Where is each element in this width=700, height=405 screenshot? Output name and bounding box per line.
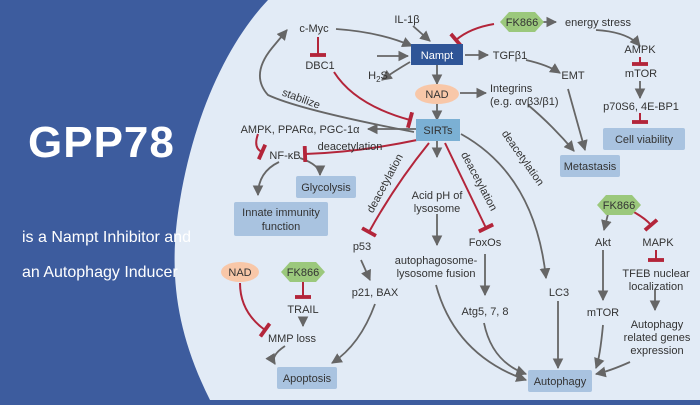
autophagosome-fusion-label-2: lysosome fusion	[397, 268, 476, 280]
nfkb-label: NF-κB	[269, 150, 300, 162]
autophagy-label: Autophagy	[534, 376, 587, 388]
nampt-label: Nampt	[421, 50, 453, 62]
tfeb-label-2: localization	[629, 281, 683, 293]
integrins-label-1: Integrins	[490, 83, 533, 95]
mtor-right-label: mTOR	[587, 307, 619, 319]
integrins-label-2: (e.g. αvβ3/β1)	[490, 96, 559, 108]
h2s-label: H2S	[368, 70, 388, 84]
nad-oval-left	[221, 262, 259, 282]
emt-label: EMT	[561, 70, 585, 82]
glycolysis-box	[296, 176, 356, 198]
arrow-nampt-h2s	[381, 61, 411, 81]
sirts-box	[416, 119, 460, 141]
akt-label: Akt	[595, 237, 611, 249]
arrow-mtor-autophagy	[594, 324, 605, 370]
nad-oval	[415, 84, 459, 104]
arrow-p21-apoptosis	[331, 303, 376, 364]
inhibit-sirts-nfkb	[302, 139, 418, 163]
diagram-panel	[174, 0, 700, 400]
inhibit-fk866-nampt	[449, 23, 495, 48]
p70-label: p70S6, 4E-BP1	[603, 101, 679, 113]
mmp-loss-label: MMP loss	[268, 333, 317, 345]
apoptosis-box	[277, 367, 337, 389]
p53-label: p53	[353, 241, 371, 253]
subtitle-line-1: is a Nampt Inhibitor and	[22, 229, 191, 246]
inhibit-dbc1-sirts	[333, 71, 414, 129]
fk866-hexagon-top	[500, 12, 544, 32]
autophagosome-fusion-label-1: autophagosome-	[395, 255, 478, 267]
nampt-box	[411, 44, 463, 65]
fk866-top-label: FK866	[506, 17, 538, 29]
subtitle-line-2: an Autophagy Inducer	[22, 264, 178, 281]
autophagy-genes-label-1: Autophagy	[631, 319, 684, 331]
metastasis-label: Metastasis	[564, 161, 617, 173]
metastasis-box	[560, 155, 620, 177]
foxos-label: FoxOs	[469, 237, 502, 249]
arrow-mmp-apoptosis	[265, 345, 286, 365]
dbc1-label: DBC1	[305, 60, 334, 72]
arrow-integrins-metastasis	[527, 104, 575, 152]
il1b-label: IL-1β	[394, 14, 419, 26]
lc3-label: LC3	[549, 287, 569, 299]
fk866-hexagon-left	[281, 262, 325, 282]
trail-label: TRAIL	[287, 304, 318, 316]
arrow-fk866-akt	[601, 213, 612, 232]
cell-viability-label: Cell viability	[615, 134, 674, 146]
deacetylation-horizontal-label: deacetylation	[318, 141, 383, 153]
fk866-right-label: FK866	[603, 200, 635, 212]
mtor-top-label: mTOR	[625, 68, 657, 80]
fk866-hexagon-right	[597, 195, 641, 215]
arrow-arg-autophagy	[594, 361, 631, 378]
inhibit-sirts-p53	[361, 142, 430, 238]
tfeb-label-1: TFEB nuclear	[622, 268, 690, 280]
innate-immunity-label-1: Innate immunity	[242, 207, 320, 219]
mapk-label: MAPK	[642, 237, 674, 249]
fk866-left-label: FK866	[287, 267, 319, 279]
p21-bax-label: p21, BAX	[352, 287, 399, 299]
apoptosis-label: Apoptosis	[283, 373, 332, 385]
glycolysis-label: Glycolysis	[301, 182, 351, 194]
cmyc-label: c-Myc	[299, 23, 329, 35]
inhibit-nad-mmp	[239, 282, 272, 338]
arrow-stabilize-cmyc	[259, 29, 415, 133]
sirts-label: SIRTs	[423, 125, 453, 137]
arrow-il1b-nampt	[412, 25, 431, 42]
acid-ph-label-2: lysosome	[414, 203, 460, 215]
nad-center-label: NAD	[425, 89, 448, 101]
arrow-cmyc-nampt	[335, 28, 413, 48]
arrow-sirts-lc3	[460, 133, 551, 280]
arrow-p53-p21	[360, 259, 371, 281]
innate-immunity-box	[234, 202, 328, 236]
compound-title: GPP78	[28, 118, 175, 167]
arrow-atg-autophagy	[483, 322, 528, 376]
energy-stress-label: energy stress	[565, 17, 632, 29]
autophagy-genes-label-3: expression	[630, 345, 683, 357]
cell-viability-box	[603, 128, 685, 150]
arrow-emt-metastasis	[567, 88, 588, 152]
innate-immunity-label-2: function	[262, 221, 301, 233]
arrow-tgfb1-emt	[525, 59, 561, 74]
arrow-energy-ampk	[595, 29, 641, 47]
autophagy-box	[528, 370, 592, 392]
activation-arrows	[252, 16, 661, 382]
atg-label: Atg5, 7, 8	[461, 306, 508, 318]
tgfb1-label: TGFβ1	[493, 50, 527, 62]
nad-left-label: NAD	[228, 267, 251, 279]
ampk-top-label: AMPK	[624, 44, 656, 56]
inhibit-sirts-foxos	[444, 142, 495, 234]
acid-ph-label-1: Acid pH of	[412, 190, 464, 202]
inhibit-ampk-nfkb	[255, 133, 268, 161]
ampk-ppar-label: AMPK, PPARα, PGC-1α	[241, 124, 361, 136]
arrow-apf-autophagy	[435, 284, 528, 382]
arrow-nfkb-innate	[252, 161, 280, 197]
autophagy-genes-label-2: related genes	[624, 332, 691, 344]
